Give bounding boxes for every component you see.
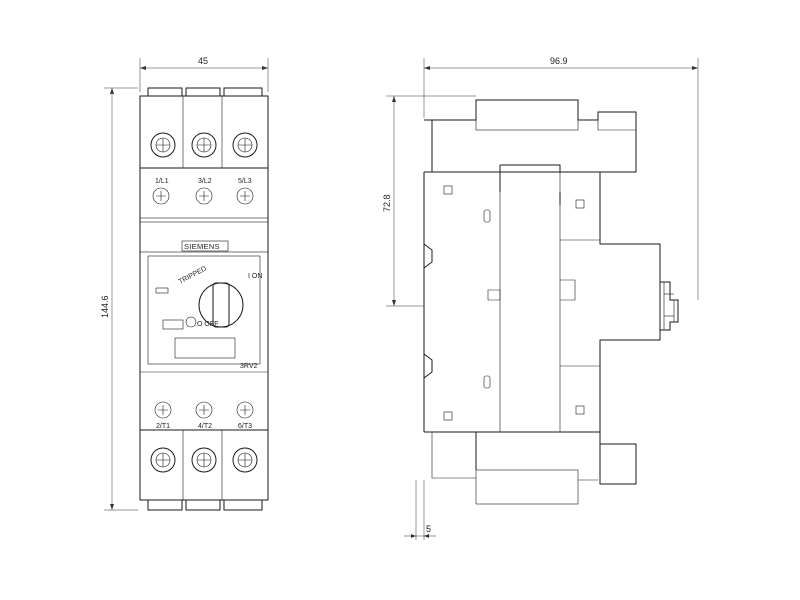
- small-screw-bottom-3: [236, 401, 254, 419]
- dimension-front-height: 144.6: [100, 87, 138, 511]
- off-indicator-icon: [185, 316, 197, 328]
- terminal-label-bottom-2: 4/T2: [198, 423, 212, 430]
- terminal-screw-bottom-2: [191, 447, 217, 473]
- dimension-label: 96.9: [550, 56, 568, 66]
- terminal-screw-bottom-1: [150, 447, 176, 473]
- small-screw-top-3: [236, 187, 254, 205]
- dimension-rail-offset: 5: [404, 480, 436, 540]
- dimension-label: 45: [198, 56, 208, 66]
- terminal-screw-top-3: [232, 132, 258, 158]
- terminal-label-bottom-3: 6/T3: [238, 423, 252, 430]
- dimension-side-width: 96.9: [423, 56, 699, 300]
- front-view: 1/L1 3/L2 5/L3 SIEMENS O OFF I ON TRIPPE…: [100, 56, 269, 511]
- off-label: O OFF: [197, 321, 218, 328]
- terminal-screw-top-2: [191, 132, 217, 158]
- small-screw-top-1: [152, 187, 170, 205]
- rotary-knob: [198, 282, 244, 328]
- dimension-label: 144.6: [100, 295, 110, 318]
- small-screw-bottom-1: [154, 401, 172, 419]
- side-knob: [660, 281, 679, 331]
- tripped-label: TRIPPED: [178, 265, 208, 285]
- on-label: I ON: [248, 273, 262, 280]
- terminal-label-bottom-1: 2/T1: [156, 423, 170, 430]
- terminal-label-top-1: 1/L1: [155, 178, 169, 185]
- dimension-label: 72.8: [382, 194, 392, 212]
- model-label: 3RV2: [240, 363, 257, 370]
- terminal-label-top-2: 3/L2: [198, 178, 212, 185]
- dimension-side-height: 72.8: [382, 95, 476, 307]
- small-screw-top-2: [195, 187, 213, 205]
- side-view: 96.9 72.8 5: [382, 56, 699, 540]
- terminal-screw-top-1: [150, 132, 176, 158]
- dimension-label: 5: [426, 524, 431, 534]
- dimension-front-width: 45: [139, 56, 269, 92]
- terminal-screw-bottom-3: [232, 447, 258, 473]
- terminal-label-top-3: 5/L3: [238, 178, 252, 185]
- small-screw-bottom-2: [195, 401, 213, 419]
- brand-label: SIEMENS: [184, 242, 220, 251]
